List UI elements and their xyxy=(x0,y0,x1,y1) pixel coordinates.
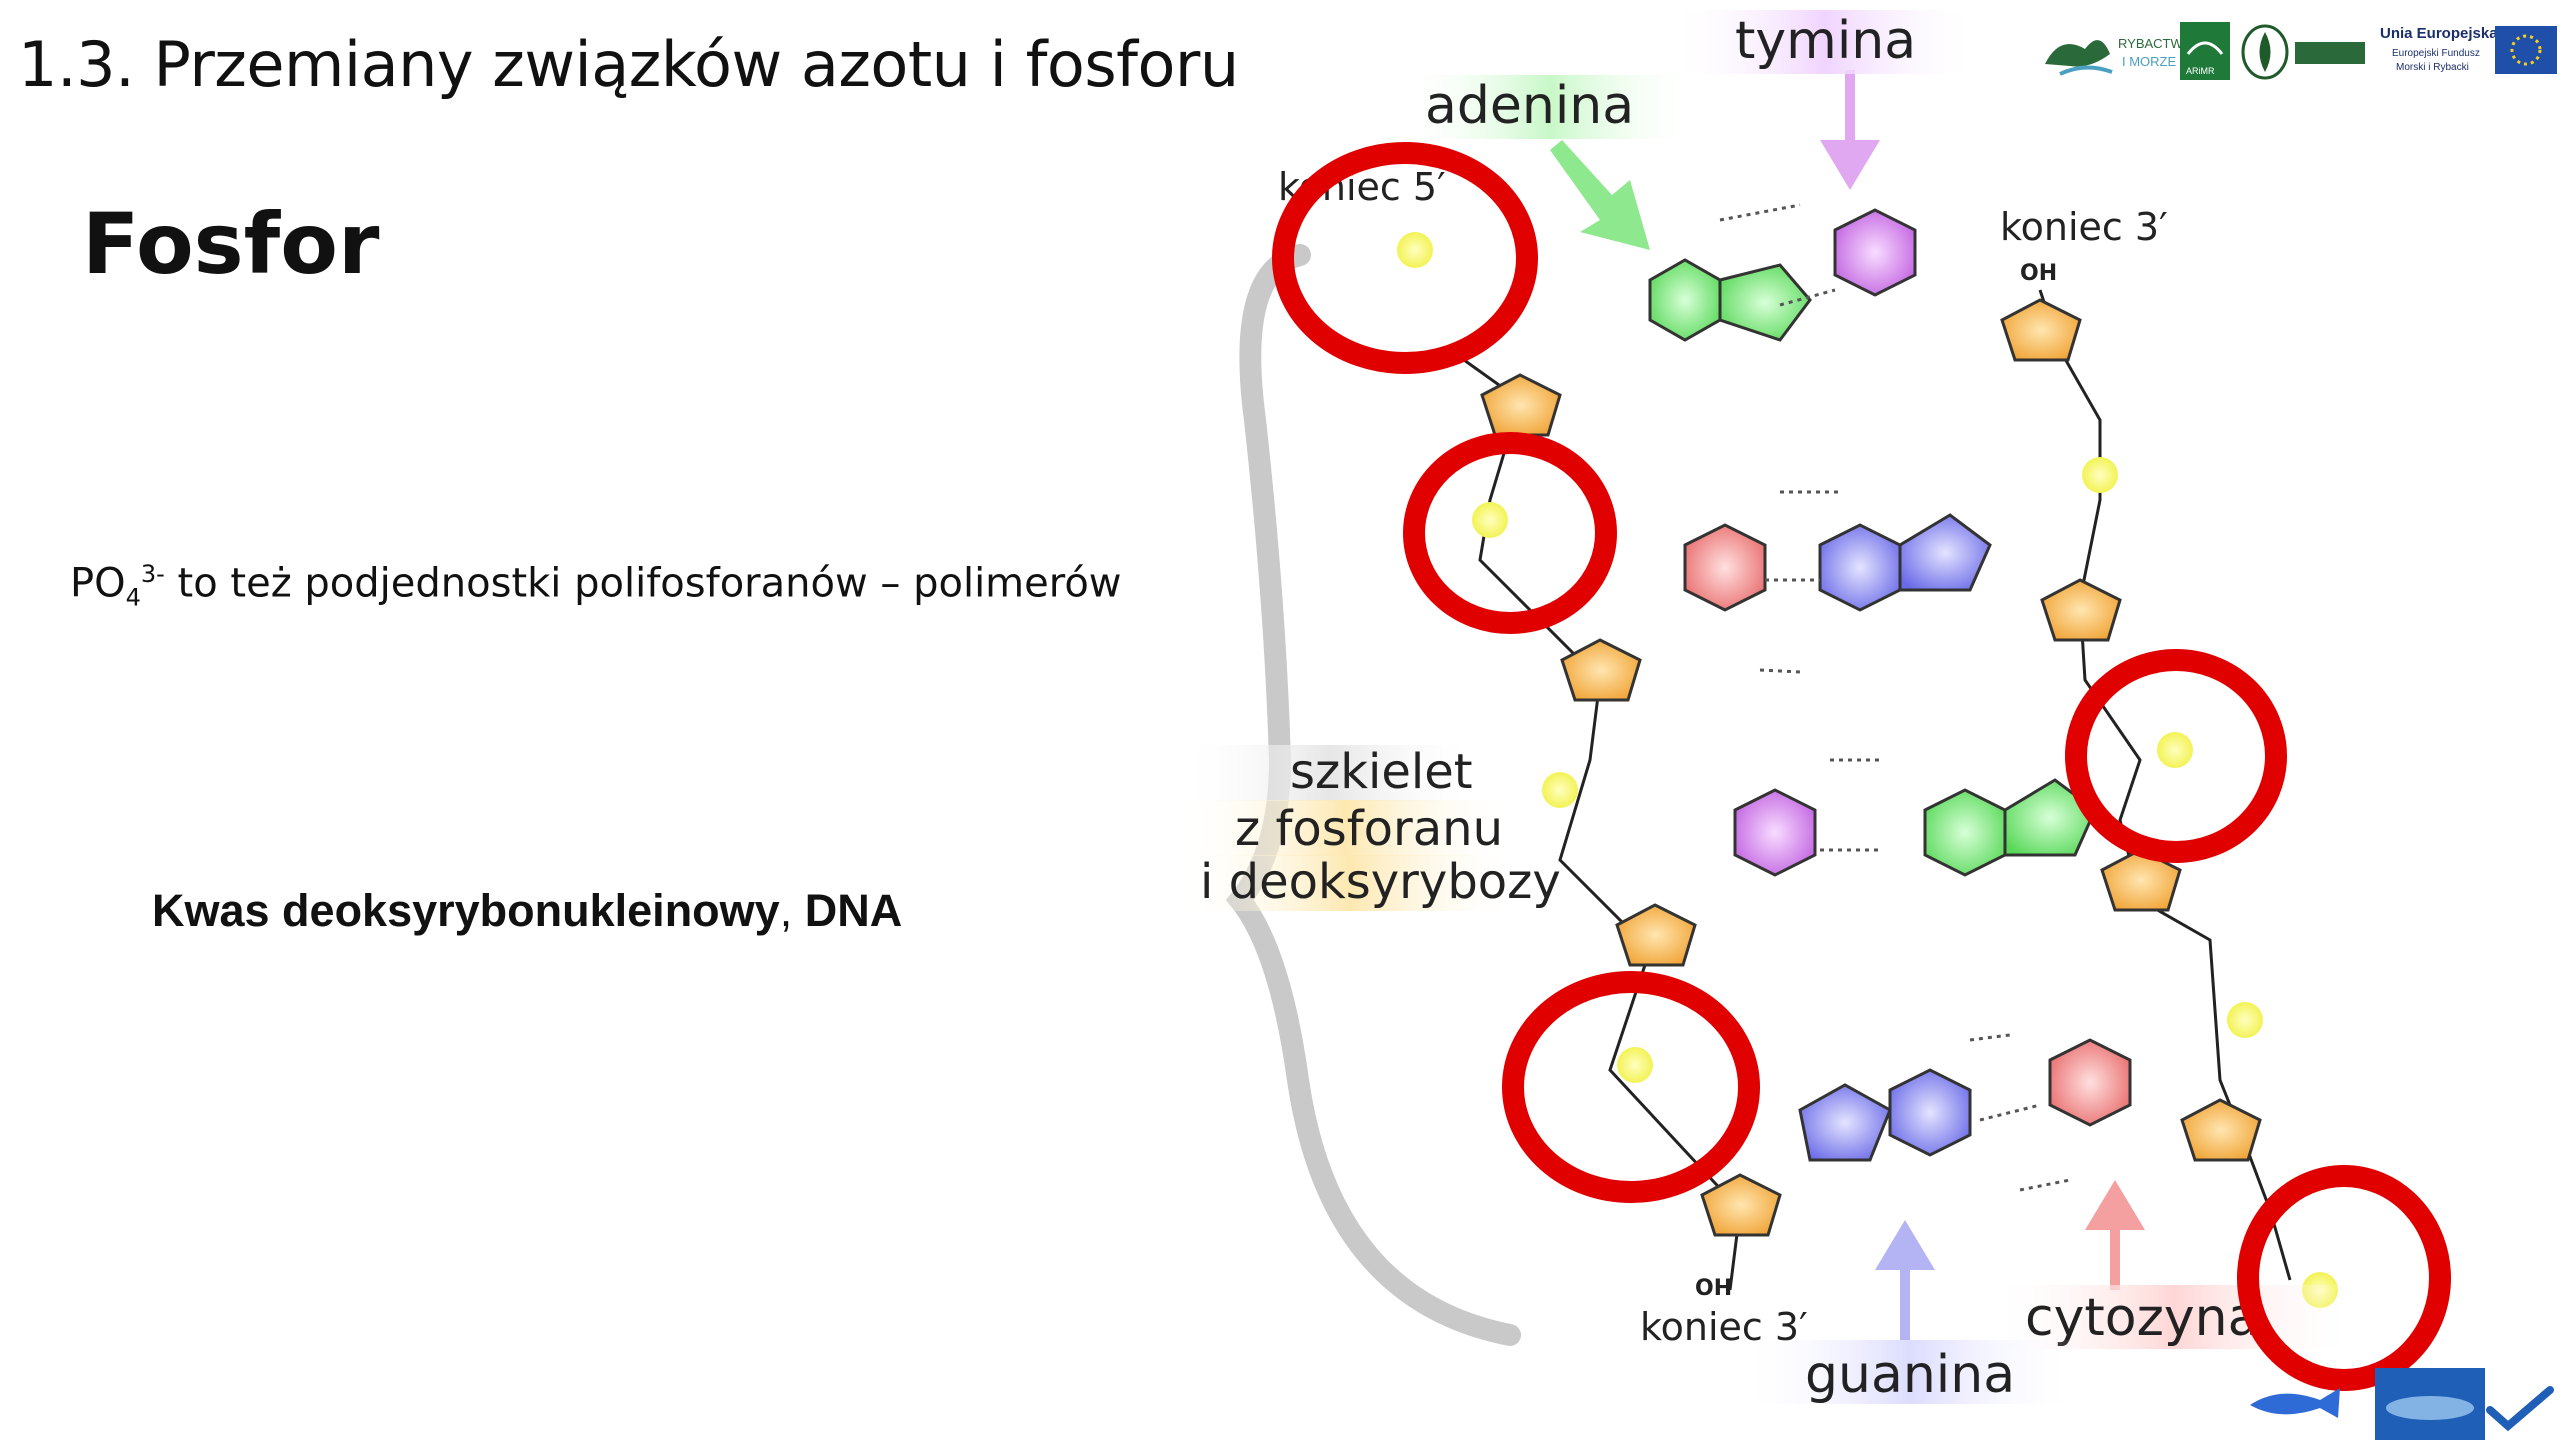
thymine-base-1 xyxy=(1833,208,1917,297)
section-heading: Fosfor xyxy=(82,195,380,293)
label-adenina: adenina xyxy=(1425,76,1634,136)
guanine-base-2-ring xyxy=(1888,1068,1972,1157)
left-strand-line xyxy=(1449,348,1742,1291)
label-koniec3-top: koniec 3′ xyxy=(2000,205,2168,249)
cytosine-base-2 xyxy=(2048,1038,2132,1127)
sugar-5 xyxy=(2000,298,2082,362)
dna-caption: Kwas deoksyrybonukleinowy, DNA xyxy=(152,885,902,937)
guanine-base-2 xyxy=(1798,1083,1892,1162)
rybactwo-logo: RYBACTWO I MORZE xyxy=(2045,36,2193,76)
bases xyxy=(1648,208,2132,1162)
h-bond-8 xyxy=(1969,1033,2011,1042)
highlight-circle-3 xyxy=(2065,649,2287,863)
guanine-base-1 xyxy=(1818,523,1902,612)
h-bond-1 xyxy=(1719,203,1801,222)
phosphate-7 xyxy=(2227,1002,2263,1038)
adenina-arrow xyxy=(1550,140,1650,250)
sugar-1 xyxy=(1480,373,1562,437)
h-bond-9 xyxy=(1979,1103,2041,1122)
phosphate-4 xyxy=(1617,1047,1653,1083)
fish-icon xyxy=(2250,1388,2340,1418)
sugar-2 xyxy=(1560,638,1642,702)
sugar-7 xyxy=(2100,848,2182,912)
sugar-rings xyxy=(1480,298,2262,1237)
pointer-arrows xyxy=(1550,70,2145,1340)
eu-title: Unia Europejska xyxy=(2380,25,2498,42)
phosphate-6 xyxy=(2157,732,2193,768)
fish-water-logo xyxy=(2250,1368,2554,1440)
highlight-circle-2 xyxy=(1403,432,1617,634)
sugar-8 xyxy=(2180,1098,2262,1162)
checkmark-icon xyxy=(2486,1386,2554,1432)
highlight-circle-4 xyxy=(1502,971,1760,1203)
hydrogen-bonds xyxy=(1719,203,2071,1192)
eu-line-1: Europejski Fundusz xyxy=(2392,48,2480,59)
eu-logo: Unia Europejska Europejski Fundusz Morsk… xyxy=(2380,25,2557,74)
h-bond-2 xyxy=(1779,288,1836,307)
rybactwo-text-1: RYBACTWO xyxy=(2118,36,2193,51)
highlight-circle-1 xyxy=(1272,142,1538,374)
arimr-text: ARiMR xyxy=(2186,66,2215,76)
phosphate-2 xyxy=(1472,502,1508,538)
adenine-base-2-ring xyxy=(2003,778,2097,857)
ministry-logo xyxy=(2241,24,2365,80)
phosphate-5 xyxy=(2082,457,2118,493)
label-oh-top: OH xyxy=(2020,261,2057,286)
phosphate-3 xyxy=(1542,772,1578,808)
sugar-6 xyxy=(2040,578,2122,642)
phosphate-1 xyxy=(1397,232,1433,268)
cytosine-base-1 xyxy=(1683,523,1767,612)
phosphate-text: to też podjednostki polifosforanów – pol… xyxy=(164,560,1122,607)
dna-caption-name: Kwas deoksyrybonukleinowy xyxy=(152,885,780,936)
dna-diagram: tymina adenina koniec 5′ koniec 3′ OH sz… xyxy=(1180,10,2451,1405)
guanine-base-1-ring xyxy=(1898,513,1992,592)
phosphate-highlights xyxy=(1272,142,2451,1391)
label-cytozyna: cytozyna xyxy=(2025,1288,2259,1348)
phosphate-groups xyxy=(1397,232,2338,1308)
dna-caption-abbrev: DNA xyxy=(804,885,903,936)
thymine-base-2 xyxy=(1733,788,1817,877)
phosphate-formula: PO xyxy=(70,560,126,607)
phosphate-subscript: 4 xyxy=(125,583,141,612)
label-tymina: tymina xyxy=(1735,11,1916,71)
tymina-arrow xyxy=(1820,70,1880,190)
label-szkielet-2: z fosforanu xyxy=(1235,801,1503,857)
diagram-labels: tymina adenina koniec 5′ koniec 3′ OH sz… xyxy=(1180,10,2360,1405)
adenine-base-1 xyxy=(1648,258,1722,342)
label-guanina: guanina xyxy=(1805,1345,2015,1405)
h-bond-10 xyxy=(2019,1178,2071,1192)
h-bond-5 xyxy=(1759,668,1801,674)
phosphate-sentence: PO43- to też podjednostki polifosforanów… xyxy=(70,560,1122,611)
arimr-logo: ARiMR xyxy=(2180,22,2230,80)
label-szkielet-3: i deoksyrybozy xyxy=(1200,854,1561,910)
cytozyna-arrow xyxy=(2085,1180,2145,1290)
rybactwo-text-2: I MORZE xyxy=(2122,54,2176,69)
sugar-3 xyxy=(1615,903,1697,967)
guanina-arrow xyxy=(1875,1220,1935,1340)
phosphate-superscript: 3- xyxy=(140,560,165,588)
dna-caption-separator: , xyxy=(779,885,805,936)
sponsor-logos: RYBACTWO I MORZE ARiMR Unia Europejska E… xyxy=(2045,22,2557,80)
highlight-circle-5 xyxy=(2237,1165,2451,1391)
eu-line-2: Morski i Rybacki xyxy=(2396,62,2469,73)
sugar-4 xyxy=(1700,1173,1782,1237)
adenine-base-1-ring xyxy=(1718,263,1812,342)
label-oh-bottom: OH xyxy=(1695,1276,1732,1301)
slide-title: 1.3. Przemiany związków azotu i fosforu xyxy=(18,28,1239,101)
label-szkielet-1: szkielet xyxy=(1290,744,1473,800)
adenine-base-2 xyxy=(1923,788,2007,877)
